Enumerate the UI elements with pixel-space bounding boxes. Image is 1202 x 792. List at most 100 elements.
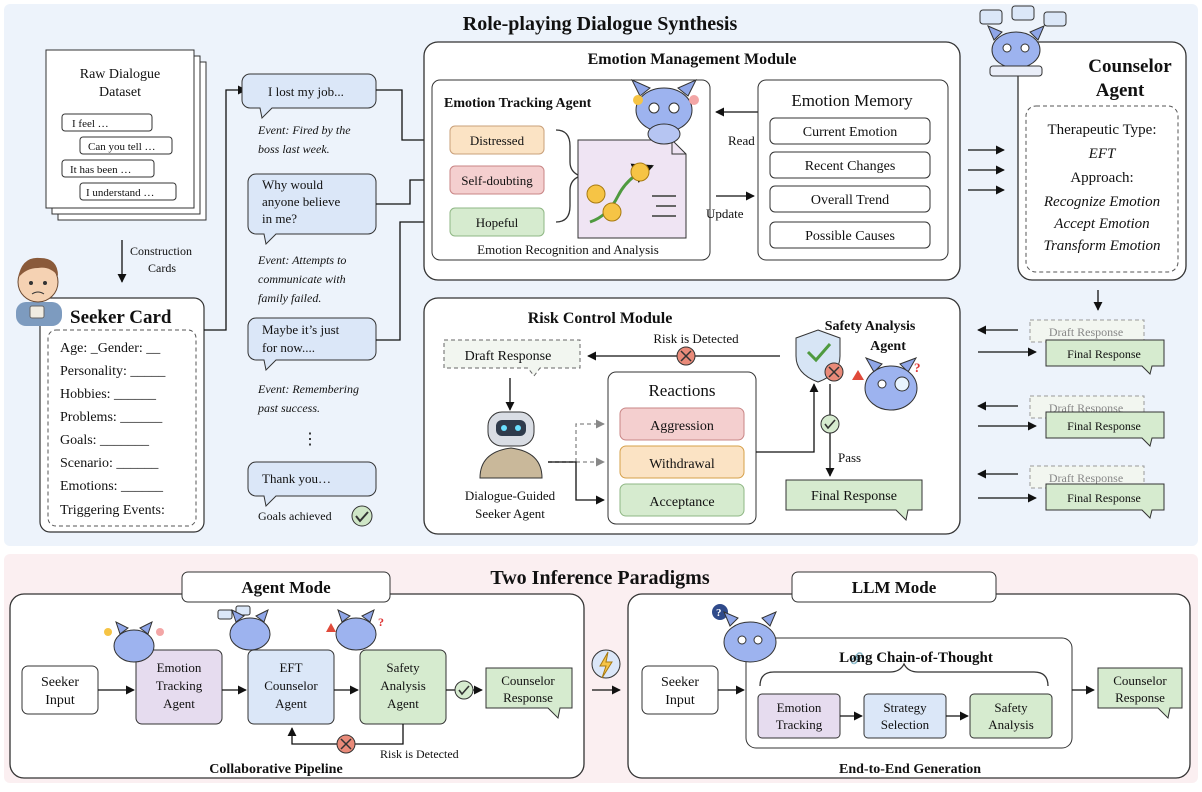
- node-label: Input: [665, 693, 695, 708]
- bubble-text: for now....: [262, 340, 315, 355]
- final-response-bubble: [785, 479, 923, 522]
- approach-item: Transform Emotion: [1043, 238, 1160, 254]
- emotion-label: Self-doubting: [461, 173, 533, 188]
- safety-cat-icon: ?: [852, 357, 921, 411]
- node-label: Tracking: [156, 678, 203, 693]
- seeker-card-title: Seeker Card: [70, 307, 172, 328]
- risk-control-module: Risk Control Module Risk is Detected Dra…: [423, 297, 961, 535]
- read-label: Read: [728, 133, 755, 148]
- thinking-cat-icon: ?: [712, 604, 777, 663]
- svg-text:?: ?: [716, 607, 722, 619]
- node-label: Emotion: [157, 660, 202, 675]
- cot-title: Long Chain-of-Thought: [839, 650, 993, 666]
- node-label: EFT: [279, 660, 302, 675]
- bubble-text: Why would: [262, 177, 324, 192]
- counselor-cat-icon: [217, 605, 271, 651]
- node-label: Counselor: [501, 673, 555, 688]
- emotion-hopeful: [449, 207, 545, 237]
- node-label: Response: [1115, 690, 1165, 705]
- dialogue-bubble-3: Maybe it’s just for now....: [247, 317, 377, 372]
- bubble-text: in me?: [262, 211, 297, 226]
- cross-icon: [824, 362, 844, 382]
- agent-counselor-response: [485, 667, 573, 720]
- seeker-avatar-icon: [16, 257, 62, 326]
- event-text: Event: Attempts to: [257, 253, 346, 267]
- tracking-agent-title: Emotion Tracking Agent: [444, 96, 592, 111]
- seeker-to-dialogue-arrow: [204, 85, 247, 331]
- seeker-field: Goals: _______: [60, 433, 150, 448]
- final-response-label: Final Response: [811, 489, 897, 504]
- reaction-aggression: [619, 407, 745, 441]
- safety-cat-icon: ?: [326, 609, 384, 651]
- llm-mode: LLM Mode Seeker Input 🔗 Long Chain-of-Th…: [627, 571, 1191, 779]
- side-stack-3: Draft Response Final Response: [1029, 465, 1165, 519]
- counselor-agent: Counselor Agent Therapeutic Type: EFT Ap…: [1017, 41, 1187, 281]
- reaction-label: Acceptance: [649, 495, 714, 510]
- update-label: Update: [706, 206, 744, 221]
- side-final-label: Final Response: [1067, 491, 1141, 505]
- node-label: Tracking: [776, 717, 823, 732]
- bottom-title: Two Inference Paradigms: [490, 567, 709, 589]
- draft-response-bubble: [443, 339, 581, 377]
- event-text: Event: Remembering: [257, 382, 359, 396]
- agent-mode: Agent Mode Seeker Input Emotion Tracking…: [9, 571, 585, 779]
- memory-item: [769, 151, 931, 179]
- event-text: communicate with: [258, 272, 346, 286]
- goals-achieved-label: Goals achieved: [258, 509, 332, 523]
- node-label: Analysis: [380, 678, 426, 693]
- bubble-text: Maybe it’s just: [262, 322, 340, 337]
- side-stack-1: Draft Response Final Response: [1029, 319, 1165, 375]
- agent-emotion-tracking: [135, 649, 223, 725]
- check-icon: [820, 414, 840, 434]
- memory-item-label: Possible Causes: [805, 229, 895, 244]
- event-text: boss last week.: [258, 142, 330, 156]
- emotion-management-module: Emotion Management Module Emotion Tracki…: [423, 41, 961, 281]
- emotion-cat-icon: [104, 621, 164, 663]
- seeker-field: Emotions: ______: [60, 479, 164, 494]
- therapy-type-value: EFT: [1088, 146, 1117, 162]
- dialogue-bubble-1: I lost my job...: [241, 73, 377, 120]
- llm-mode-caption: End-to-End Generation: [839, 762, 981, 777]
- checkmark-icon: [351, 505, 373, 527]
- dialogue-bubble-2: Why would anyone believe in me?: [247, 173, 377, 246]
- lightning-icon: [591, 649, 621, 679]
- side-final-label: Final Response: [1067, 347, 1141, 361]
- dataset-title-1: Raw Dialogue: [80, 67, 160, 82]
- memory-item-label: Recent Changes: [805, 159, 896, 174]
- construction-label-1: Construction: [130, 244, 192, 258]
- pass-label: Pass: [838, 450, 861, 465]
- bubble-text: Thank you…: [262, 471, 331, 486]
- dialogue-bubble-4: Thank you…: [247, 461, 377, 508]
- memory-item-label: Current Emotion: [803, 125, 898, 140]
- reactions-title: Reactions: [648, 381, 715, 400]
- node-label: Response: [503, 690, 553, 705]
- seeker-field: Personality: _____: [60, 364, 166, 379]
- dataset-line: Can you tell …: [88, 141, 156, 153]
- bubble-text: I lost my job...: [268, 84, 344, 99]
- node-label: Safety: [386, 660, 420, 675]
- check-icon: [454, 680, 474, 700]
- node-label: Safety: [994, 700, 1028, 715]
- side-stack-2: Draft Response Final Response: [1029, 395, 1165, 447]
- node-label: Agent: [275, 696, 307, 711]
- seeker-agent-label-2: Seeker Agent: [475, 506, 545, 521]
- emotion-module-title: Emotion Management Module: [588, 51, 797, 68]
- top-title: Role-playing Dialogue Synthesis: [463, 13, 738, 35]
- svg-text:?: ?: [914, 360, 921, 375]
- risk-module-title: Risk Control Module: [528, 310, 673, 327]
- node-label: Seeker: [41, 675, 79, 690]
- node-label: Strategy: [883, 700, 927, 715]
- dataset-line: I feel …: [72, 118, 109, 130]
- to-acceptance-arrow: [548, 461, 605, 505]
- emotion-trend-card-icon: [577, 139, 687, 239]
- reaction-withdrawal: [619, 445, 745, 479]
- svg-text:?: ?: [378, 615, 384, 629]
- dataset-line: I understand …: [86, 187, 154, 199]
- dataset-line-bubble: [61, 113, 153, 132]
- reactions-to-safety-arrow: [756, 383, 819, 453]
- dialogue-ellipsis: ⋮: [302, 431, 318, 448]
- dataset-line: It has been …: [70, 164, 131, 176]
- emotion-caption: Emotion Recognition and Analysis: [477, 242, 659, 257]
- node-label: Analysis: [988, 717, 1034, 732]
